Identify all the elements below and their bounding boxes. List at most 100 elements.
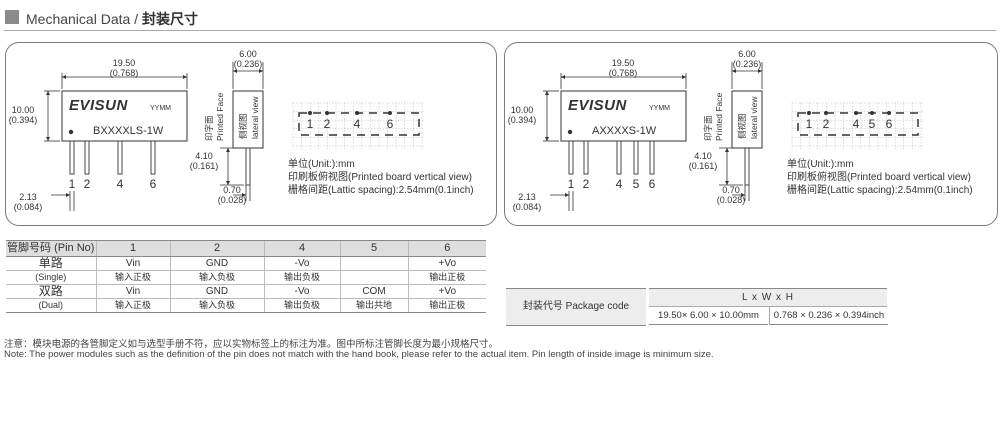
- mode-label-single-cn: 单路: [6, 256, 96, 271]
- pin-header-cell: 2: [169, 240, 264, 257]
- pin1-marker-dot: [68, 129, 74, 135]
- pin-row-dual-funcs: (Dual) 输入正极 输入负极 输出负极 输出共地 输出正极: [6, 298, 486, 313]
- height-inch: (0.394): [9, 115, 38, 125]
- dim-arrow: [725, 181, 729, 185]
- dim-arrow: [259, 69, 263, 73]
- printed-face-cn: 印字面: [204, 115, 214, 141]
- lateral-view-cn: 侧视图: [238, 113, 248, 139]
- pin-cell: -Vo: [263, 256, 340, 271]
- pcb-view-label: 印刷板俯视图(Printed board vertical view): [787, 170, 971, 183]
- dim-arrow: [242, 193, 246, 197]
- dim-arrow: [545, 137, 549, 141]
- pin-length-inch: (0.161): [689, 161, 718, 171]
- dim-arrow: [233, 69, 237, 73]
- lattice-label: 栅格间距(Lattic spacing):2.54mm(0.1inch): [288, 183, 474, 196]
- dim-arrow: [46, 91, 50, 95]
- pin-row-dual-names: 双路 Vin GND -Vo COM +Vo: [6, 284, 486, 299]
- depth-mm: 6.00: [239, 49, 257, 59]
- unit-label: 单位(Unit:):mm: [288, 157, 355, 170]
- pin-number: 1: [69, 177, 76, 191]
- pin-length-mm: 4.10: [694, 151, 712, 161]
- lateral-view-en: lateral view: [250, 96, 260, 139]
- section-title: Mechanical Data / 封装尺寸: [26, 9, 198, 29]
- pcb-pin-hole: [824, 111, 828, 115]
- pin-row-single-names: 单路 Vin GND -Vo +Vo: [6, 256, 486, 271]
- pin-header-cell: 5: [339, 240, 408, 257]
- pin-number: 4: [616, 177, 623, 191]
- height-inch: (0.394): [508, 115, 537, 125]
- package-size-inch: 0.768 × 0.236 × 0.394inch: [769, 307, 888, 325]
- dim-arrow: [66, 193, 70, 197]
- pin-width-inch: (0.028): [218, 195, 247, 205]
- pin-cell: 输出负极: [263, 298, 340, 313]
- date-code: YYMM: [649, 105, 670, 112]
- side-pin-lead: [744, 147, 750, 186]
- dim-arrow: [725, 148, 729, 152]
- section-title-cn: 封装尺寸: [141, 11, 198, 27]
- unit-label: 单位(Unit:):mm: [787, 157, 854, 170]
- pin-table-header: 管脚号码 (Pin No) 1 2 4 5 6: [6, 240, 486, 257]
- brand-logo: EVISUN: [69, 97, 129, 114]
- pcb-pin-number: 1: [806, 117, 813, 131]
- pin-offset-inch: (0.084): [513, 202, 542, 212]
- pin-header-cell: 管脚号码 (Pin No): [6, 240, 96, 257]
- depth-inch: (0.236): [234, 59, 263, 69]
- note-cn: 注意：模块电源的各管脚定义如与选型手册不符，应以实物标签上的标注为准。图中所标注…: [4, 339, 499, 350]
- dim-arrow: [226, 148, 230, 152]
- pcb-pin-hole: [388, 111, 392, 115]
- pin-cell: 输出正极: [407, 270, 486, 285]
- pin-cell: Vin: [95, 284, 170, 299]
- pin-number: 2: [84, 177, 91, 191]
- pin-cell: 输入负极: [169, 270, 264, 285]
- printed-face-en: Printed Face: [215, 93, 225, 141]
- pin-number: 2: [583, 177, 590, 191]
- pin-length-mm: 4.10: [195, 151, 213, 161]
- lateral-view-en: lateral view: [749, 96, 759, 139]
- mode-label-single-en: (Single): [6, 270, 96, 285]
- width-mm: 19.50: [113, 58, 136, 68]
- pin-cell: Vin: [95, 256, 170, 271]
- brand-logo: EVISUN: [568, 97, 628, 114]
- pin-cell: 输入正极: [95, 298, 170, 313]
- pcb-pin-number: 1: [307, 117, 314, 131]
- package-code-label: 封装代号 Package code: [506, 288, 646, 326]
- pcb-pin-number: 2: [324, 117, 331, 131]
- lattice-label: 栅格间距(Lattic spacing):2.54mm(0.1inch): [787, 183, 973, 196]
- pin-cell: GND: [169, 256, 264, 271]
- pcb-pin-number: 5: [869, 117, 876, 131]
- pin-cell: 输出正极: [407, 298, 486, 313]
- pin-number: 6: [150, 177, 157, 191]
- pin-lead: [649, 140, 655, 175]
- pin-cell: GND: [169, 284, 264, 299]
- pin-lead: [84, 140, 90, 175]
- pin1-marker-dot: [567, 129, 573, 135]
- dim-arrow: [226, 181, 230, 185]
- pin-number: 4: [117, 177, 124, 191]
- pcb-pin-hole: [807, 111, 811, 115]
- printed-face-en: Printed Face: [714, 93, 724, 141]
- pin-lead: [117, 140, 123, 175]
- pin-lead: [633, 140, 639, 175]
- pin-width-mm: 0.70: [223, 185, 241, 195]
- pin-number: 5: [633, 177, 640, 191]
- pcb-pin-hole: [854, 111, 858, 115]
- pin-cell: 输出负极: [263, 270, 340, 285]
- pin-cell: [339, 270, 408, 285]
- pcb-pin-number: 4: [853, 117, 860, 131]
- pin-lead: [616, 140, 622, 175]
- pin-width-inch: (0.028): [717, 195, 746, 205]
- pin-lead: [583, 140, 589, 175]
- side-pin-lead: [245, 147, 251, 186]
- pcb-pin-number: 4: [354, 117, 361, 131]
- dim-arrow: [46, 137, 50, 141]
- pin-number: 1: [568, 177, 575, 191]
- pcb-pin-number: 2: [823, 117, 830, 131]
- width-mm: 19.50: [612, 58, 635, 68]
- dim-arrow: [741, 193, 745, 197]
- pcb-pin-hole: [870, 111, 874, 115]
- pin-cell: +Vo: [407, 256, 486, 271]
- pin-header-cell: 1: [95, 240, 170, 257]
